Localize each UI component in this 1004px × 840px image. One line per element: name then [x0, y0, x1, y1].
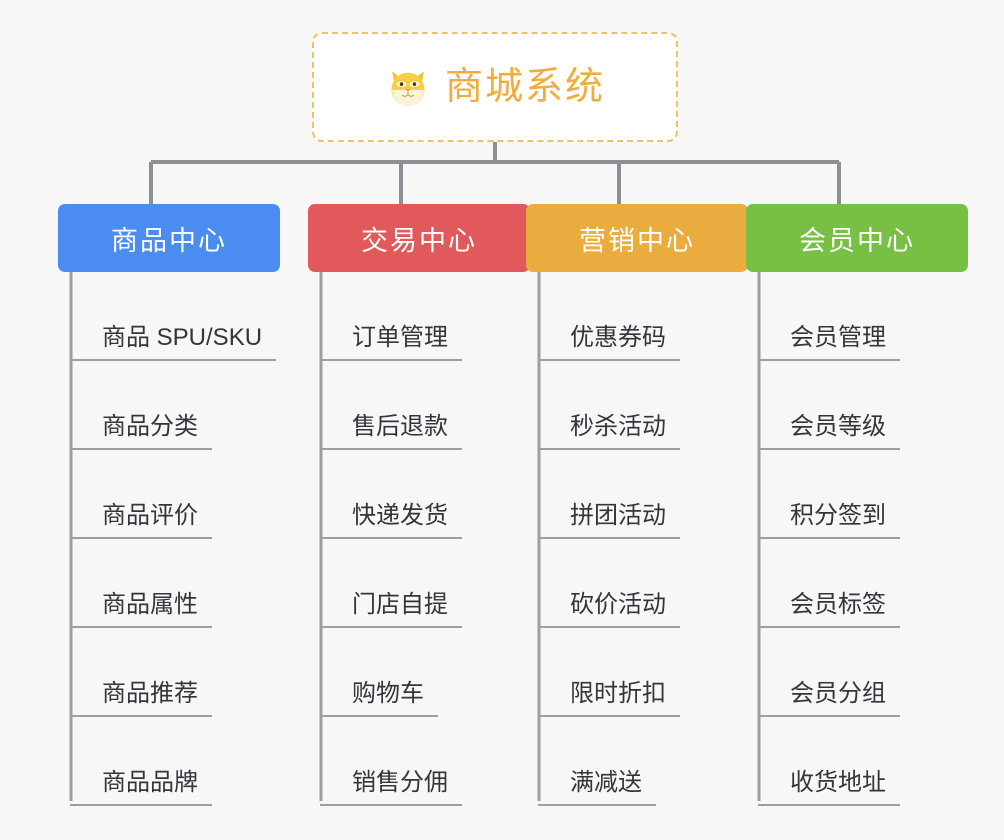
- leaf-label: 拼团活动: [538, 502, 680, 539]
- leaf-label: 商品推荐: [70, 680, 212, 717]
- leaf-label: 商品分类: [70, 413, 212, 450]
- leaf-item[interactable]: 会员管理: [758, 272, 900, 361]
- leaf-item[interactable]: 商品品牌: [70, 717, 276, 806]
- leaf-list-2: 优惠券码 秒杀活动 拼团活动 砍价活动 限时折扣 满减送: [538, 272, 680, 806]
- leaf-label: 满减送: [538, 769, 656, 806]
- leaf-item[interactable]: 满减送: [538, 717, 680, 806]
- branch-column-1: 交易中心: [308, 204, 530, 272]
- leaf-item[interactable]: 订单管理: [320, 272, 462, 361]
- leaf-label: 商品评价: [70, 502, 212, 539]
- leaf-item[interactable]: 会员等级: [758, 361, 900, 450]
- root-node[interactable]: 商城系统: [312, 32, 678, 142]
- leaf-label: 商品 SPU/SKU: [70, 324, 277, 361]
- leaf-label: 积分签到: [758, 502, 900, 539]
- leaf-item[interactable]: 购物车: [320, 628, 462, 717]
- leaf-label: 会员分组: [758, 680, 900, 717]
- branch-header-1[interactable]: 交易中心: [308, 204, 530, 272]
- leaf-label: 商品品牌: [70, 769, 212, 806]
- branch-column-2: 营销中心: [526, 204, 748, 272]
- leaf-label: 秒杀活动: [538, 413, 680, 450]
- leaf-label: 售后退款: [320, 413, 462, 450]
- leaf-item[interactable]: 商品 SPU/SKU: [70, 272, 277, 361]
- leaf-item[interactable]: 商品推荐: [70, 628, 276, 717]
- leaf-item[interactable]: 拼团活动: [538, 450, 680, 539]
- root-title: 商城系统: [444, 66, 605, 108]
- leaf-label: 商品属性: [70, 591, 212, 628]
- leaf-item[interactable]: 砍价活动: [538, 539, 680, 628]
- leaf-label: 会员管理: [758, 324, 900, 361]
- branch-header-0[interactable]: 商品中心: [58, 204, 280, 272]
- leaf-label: 收货地址: [758, 769, 900, 806]
- leaf-label: 门店自提: [320, 591, 462, 628]
- branch-header-2[interactable]: 营销中心: [526, 204, 748, 272]
- leaf-item[interactable]: 商品分类: [70, 361, 276, 450]
- leaf-item[interactable]: 积分签到: [758, 450, 900, 539]
- leaf-label: 砍价活动: [538, 591, 680, 628]
- leaf-item[interactable]: 商品属性: [70, 539, 276, 628]
- leaf-label: 会员标签: [758, 591, 900, 628]
- leaf-list-1: 订单管理 售后退款 快递发货 门店自提 购物车 销售分佣: [320, 272, 462, 806]
- branch-column-3: 会员中心: [746, 204, 968, 272]
- leaf-item[interactable]: 收货地址: [758, 717, 900, 806]
- leaf-item[interactable]: 优惠券码: [538, 272, 680, 361]
- leaf-item[interactable]: 门店自提: [320, 539, 462, 628]
- leaf-label: 会员等级: [758, 413, 900, 450]
- branch-header-3[interactable]: 会员中心: [746, 204, 968, 272]
- leaf-item[interactable]: 销售分佣: [320, 717, 462, 806]
- leaf-list-3: 会员管理 会员等级 积分签到 会员标签 会员分组 收货地址: [758, 272, 900, 806]
- leaf-item[interactable]: 会员标签: [758, 539, 900, 628]
- leaf-list-0: 商品 SPU/SKU 商品分类 商品评价 商品属性 商品推荐 商品品牌: [70, 272, 277, 806]
- leaf-label: 快递发货: [320, 502, 462, 539]
- leaf-label: 购物车: [320, 680, 438, 717]
- leaf-item[interactable]: 限时折扣: [538, 628, 680, 717]
- leaf-item[interactable]: 商品评价: [70, 450, 276, 539]
- leaf-item[interactable]: 会员分组: [758, 628, 900, 717]
- leaf-item[interactable]: 快递发货: [320, 450, 462, 539]
- fox-face-icon: [391, 71, 425, 107]
- leaf-item[interactable]: 秒杀活动: [538, 361, 680, 450]
- leaf-item[interactable]: 售后退款: [320, 361, 462, 450]
- leaf-label: 优惠券码: [538, 324, 680, 361]
- leaf-label: 销售分佣: [320, 769, 462, 806]
- branch-column-0: 商品中心: [58, 204, 280, 272]
- leaf-label: 限时折扣: [538, 680, 680, 717]
- leaf-label: 订单管理: [320, 324, 462, 361]
